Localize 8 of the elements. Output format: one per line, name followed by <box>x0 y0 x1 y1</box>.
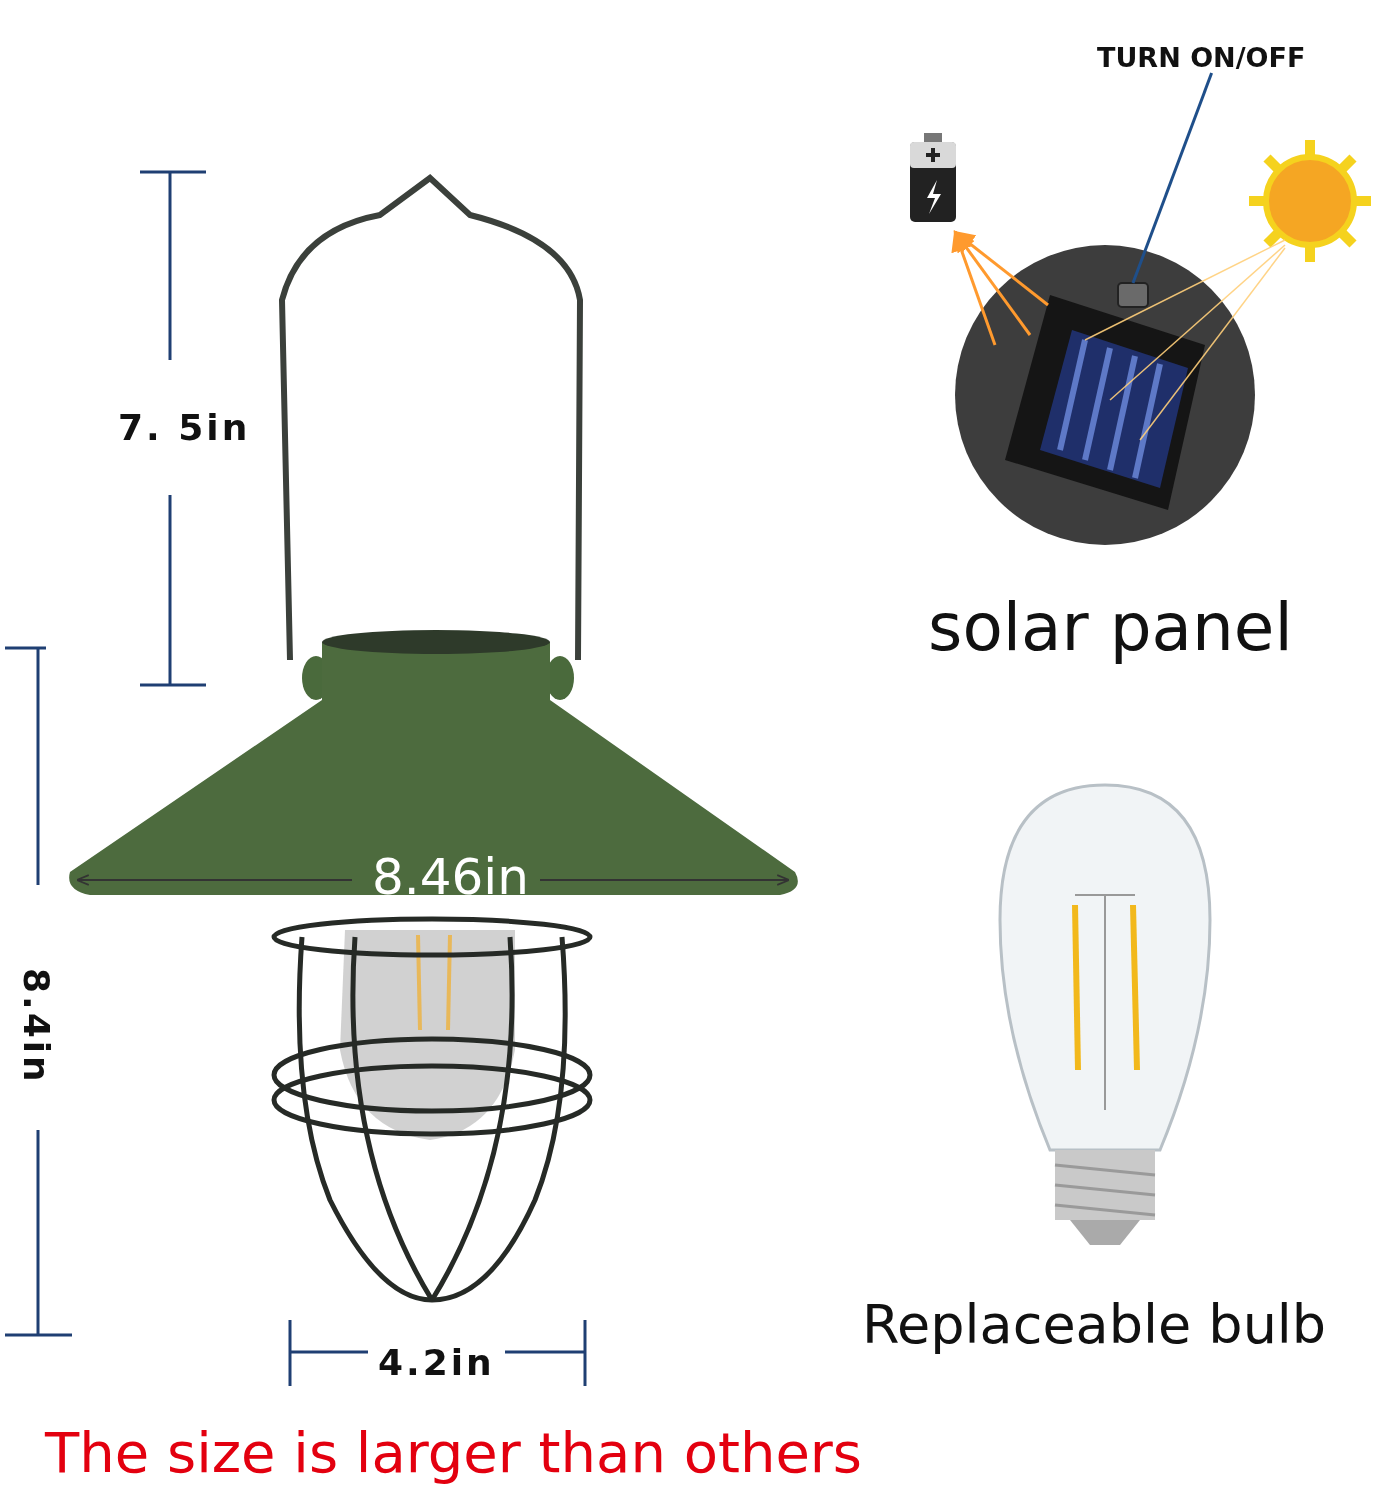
power-switch <box>1117 282 1149 308</box>
dimension-label: 8.46in <box>372 852 529 902</box>
dimension-label: 7. 5in <box>118 410 251 446</box>
leader-line <box>1131 72 1213 284</box>
dimension-label: 4.2in <box>378 1345 495 1381</box>
callout-text: TURN ON/OFF <box>1097 44 1306 71</box>
caption-text: Replaceable bulb <box>862 1298 1327 1352</box>
dimension-label: 8.4in <box>18 968 54 1085</box>
